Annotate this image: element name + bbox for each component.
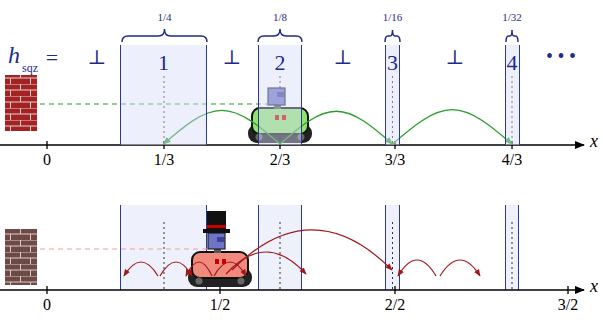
sight-line xyxy=(40,248,207,249)
jump-arc xyxy=(124,230,480,276)
symbol-name: h xyxy=(8,42,20,70)
axis-name: x xyxy=(590,131,598,152)
brace xyxy=(122,29,518,42)
symbol-subscript: sqz xyxy=(22,62,38,76)
axis xyxy=(0,141,584,294)
robot xyxy=(188,211,252,287)
band xyxy=(120,205,519,290)
jump-arc xyxy=(393,110,513,144)
equals-sign: = xyxy=(46,45,58,70)
tick-label: 3/3 xyxy=(385,151,405,169)
band-region: 1 xyxy=(120,45,207,145)
band-region: 4 xyxy=(505,45,520,145)
band-region: 3 xyxy=(385,45,400,145)
band-region: 2 xyxy=(258,45,302,145)
index-number: 1 xyxy=(121,45,206,75)
axis-name: x xyxy=(590,276,598,297)
tick-label: 0 xyxy=(43,151,51,169)
band-center-line xyxy=(164,76,512,145)
width-fraction: 1/32 xyxy=(502,11,522,24)
wall xyxy=(5,229,37,285)
bottom-symbol: ⊥ xyxy=(88,46,107,69)
tick-label: 0 xyxy=(43,296,51,314)
index-number: 2 xyxy=(259,45,301,75)
tick-label: 1/2 xyxy=(210,296,230,314)
width-fraction: 1/8 xyxy=(273,11,287,24)
bottom-symbol: ⊥ xyxy=(446,46,465,69)
width-fraction: 1/16 xyxy=(383,11,403,24)
wall xyxy=(5,75,37,131)
tick-label: 4/3 xyxy=(502,151,522,169)
bottom-symbol: ⊥ xyxy=(334,46,353,69)
tick-label: 3/2 xyxy=(558,296,578,314)
tick-label: 1/3 xyxy=(154,151,174,169)
index-number: 4 xyxy=(506,45,519,75)
tick-label: 2/2 xyxy=(385,296,405,314)
width-fraction: 1/4 xyxy=(157,11,171,24)
index-number: 3 xyxy=(386,45,399,75)
tick-label: 2/3 xyxy=(270,151,290,169)
bottom-symbol: ⊥ xyxy=(223,46,242,69)
ellipsis: ••• xyxy=(545,48,579,66)
